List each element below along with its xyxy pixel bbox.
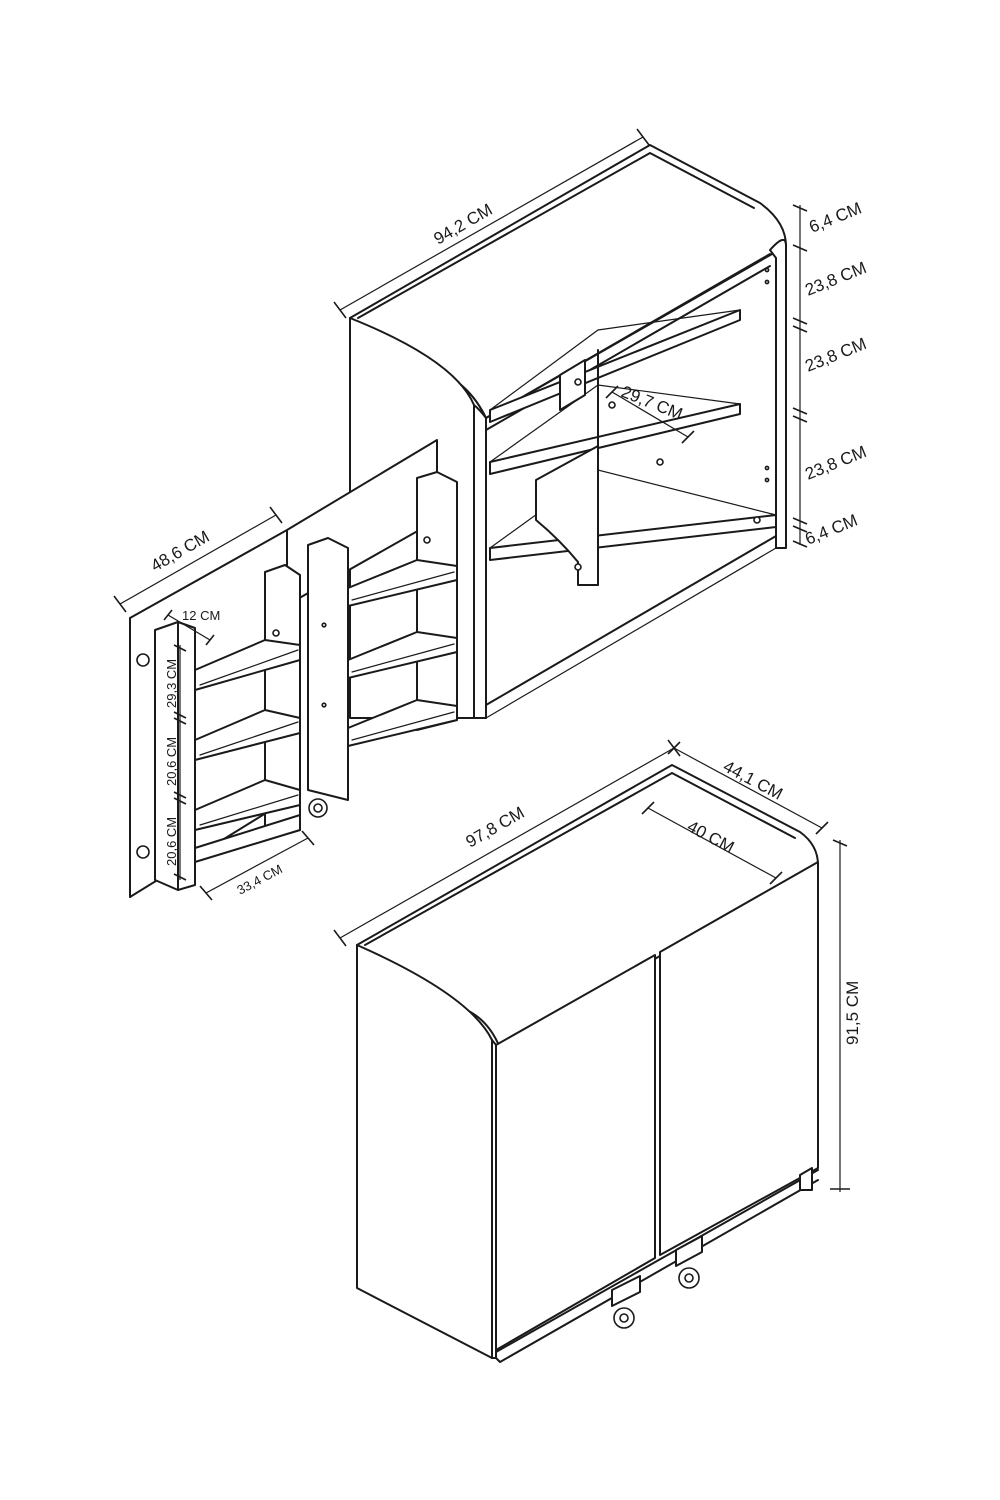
label-top-rail: 6,4 CM bbox=[806, 199, 864, 237]
label-rack-width: 33,4 CM bbox=[234, 861, 284, 897]
label-shelf-gap-1: 23,8 CM bbox=[802, 258, 869, 300]
label-lower-height: 91,5 CM bbox=[843, 981, 862, 1045]
label-shelf-gap-2: 23,8 CM bbox=[802, 334, 869, 376]
caster-left bbox=[611, 1275, 641, 1329]
label-shelf-depth: 29,7 CM bbox=[619, 382, 686, 424]
label-bottom-rail: 6,4 CM bbox=[802, 511, 860, 549]
label-rack-gap-1: 29,3 CM bbox=[164, 659, 179, 708]
label-rack-gap-3: 20,6 CM bbox=[164, 817, 179, 866]
lower-closed-cabinet bbox=[356, 764, 819, 1363]
label-door-width: 48,6 CM bbox=[148, 527, 213, 576]
caster-right bbox=[675, 1235, 703, 1289]
dim-rack-heights: 29,3 CM 20,6 CM 20,6 CM bbox=[164, 644, 187, 881]
label-lower-width: 97,8 CM bbox=[463, 803, 528, 852]
door-with-racks bbox=[129, 439, 458, 898]
label-rack-gap-2: 20,6 CM bbox=[164, 737, 179, 786]
label-shelf-gap-3: 23,8 CM bbox=[802, 442, 869, 484]
dim-rack-depth: 12 CM bbox=[163, 608, 220, 646]
dim-lower-height: 91,5 CM bbox=[830, 839, 862, 1192]
label-rack-depth: 12 CM bbox=[182, 608, 220, 623]
dim-upper-heights: 6,4 CM 23,8 CM 23,8 CM 23,8 CM 6,4 CM bbox=[792, 199, 869, 549]
